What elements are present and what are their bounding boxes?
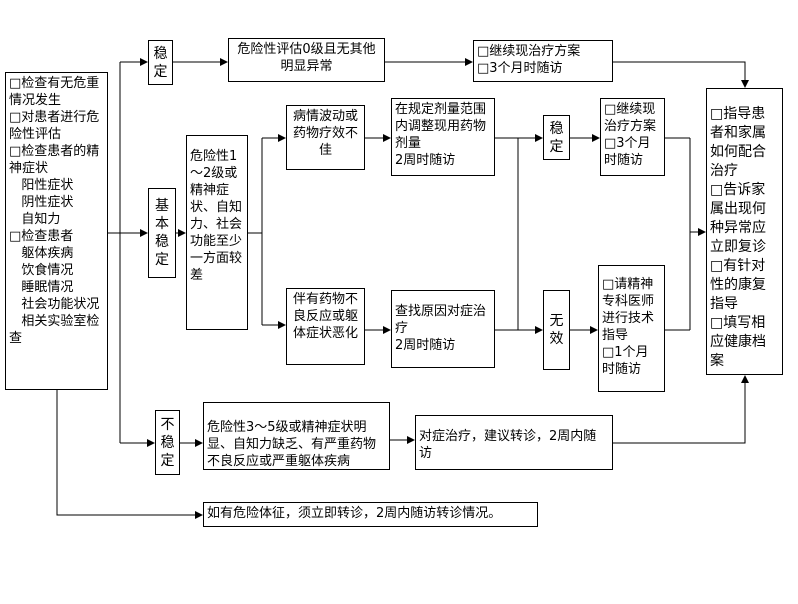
stable-node: 稳 定 bbox=[148, 40, 173, 85]
initial-checks-box: □检查有无危重情况发生 □对患者进行危险性评估 □检查患者的精神症状 阳性症状 … bbox=[5, 72, 108, 390]
side-effects-node: 伴有药物不良反应或躯体症状恶化 bbox=[286, 288, 365, 365]
fluctuation-node: 病情波动或药物疗效不佳 bbox=[286, 105, 365, 170]
guidance-node: □指导患者和家属如何配合治疗 □告诉家属出现何种异常应立即复诊 □有针对性的康复… bbox=[706, 88, 783, 375]
level12-node: 危险性1～2级或精神症状、自知力、社会功能至少一方面较差 bbox=[186, 135, 248, 330]
basic-stable-node: 基 本 稳 定 bbox=[148, 188, 176, 278]
adjust-dose-node: 在规定剂量范围内调整现用药物剂量 2周时随访 bbox=[391, 98, 495, 176]
unstable-node: 不 稳 定 bbox=[155, 410, 180, 475]
continue-treatment-node-2: □继续现治疗方案 □3个月时随访 bbox=[600, 98, 665, 176]
ineffective-node: 无 效 bbox=[543, 290, 570, 370]
find-cause-node: 查找原因对症治疗 2周时随访 bbox=[391, 290, 495, 368]
level35-node: 危险性3～5级或精神症状明显、自知力缺乏、有严重药物不良反应或严重躯体疾病 bbox=[203, 402, 390, 470]
symptomatic-treatment-node: 对症治疗，建议转诊，2周内随访 bbox=[415, 415, 613, 470]
stable-node-2: 稳 定 bbox=[543, 115, 570, 160]
continue-treatment-node: □继续现治疗方案 □3个月时随访 bbox=[473, 40, 613, 82]
danger-referral-node: 如有危险体征，须立即转诊，2周内随访转诊情况。 bbox=[203, 502, 538, 527]
level0-node: 危险性评估0级且无其他明显异常 bbox=[228, 38, 385, 82]
specialist-node: □请精神专科医师进行技术指导 □1个月时随访 bbox=[598, 265, 665, 392]
